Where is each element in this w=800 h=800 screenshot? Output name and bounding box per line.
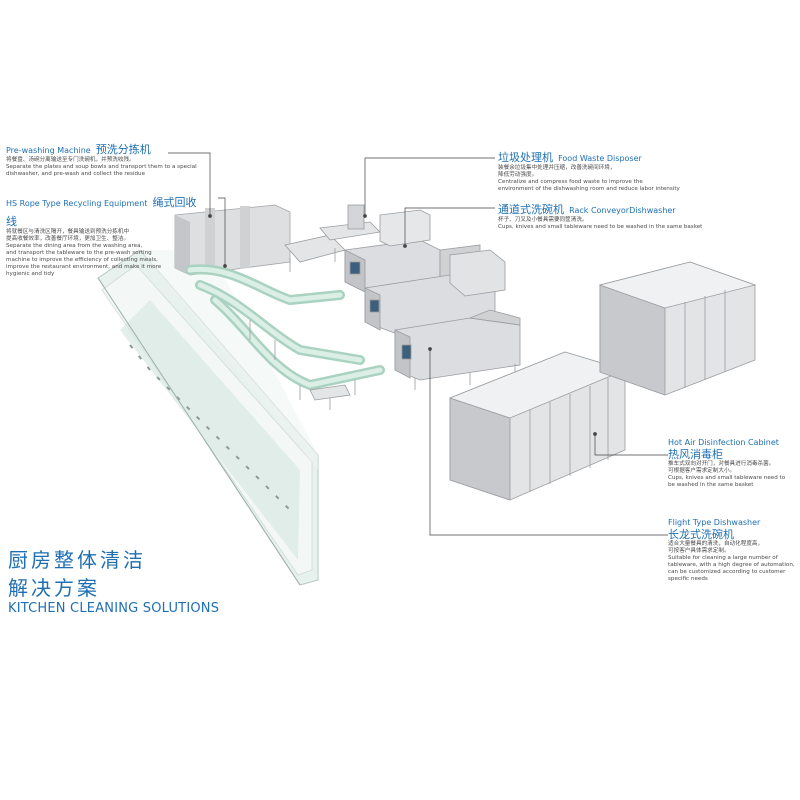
leader-lines bbox=[168, 152, 668, 536]
rack-title-cn: 通道式洗碗机 bbox=[498, 203, 564, 216]
prewash-label: Pre-washing Machine 预洗分拣机 将餐盘、汤碗分离输送至专门洗… bbox=[6, 138, 206, 178]
rope-title-cn: 绳式回收线 bbox=[6, 196, 197, 228]
rope-label: HS Rope Type Recycling Equipment 绳式回收线 将… bbox=[6, 191, 206, 278]
flight-label: Flight Type Dishwasher 长龙式洗碗机 适合大量餐具的清洗，… bbox=[668, 518, 798, 583]
headline-cn-line2: 解决方案 bbox=[8, 576, 100, 600]
waste-title-en: Food Waste Disposer bbox=[558, 154, 642, 163]
waste-title-cn: 垃圾处理机 bbox=[498, 151, 553, 164]
flight-desc-cn: 适合大量餐具的清洗，自动化程度高， 可按客户具体需求定制。 bbox=[668, 541, 764, 554]
waste-desc-en: Centralize and compress food waste to im… bbox=[498, 179, 680, 192]
disinfection-cabinet-back bbox=[598, 261, 757, 396]
waste-desc-cn: 装餐余垃圾集中处理并压缩，改善洗碗间环境， 降低劳动强度。 bbox=[498, 165, 616, 178]
rack-desc-en: Cups, knives and small tableware need to… bbox=[498, 224, 703, 230]
rack-title-en: Rack ConveyorDishwasher bbox=[569, 206, 676, 215]
hotair-desc-en: Cups, knives and small tableware need to… bbox=[668, 475, 786, 488]
hotair-title-en: Hot Air Disinfection Cabinet bbox=[668, 438, 779, 447]
hotair-desc-cn: 推车式双向对开门，对餐具进行消毒杀菌。 可根据客户需求定制大小。 bbox=[668, 461, 775, 474]
flight-dishwasher-shape bbox=[394, 309, 521, 390]
sink-tables bbox=[249, 204, 381, 410]
prewash-desc-cn: 将餐盘、汤碗分离输送至专门洗碗机，并预洗收残。 bbox=[6, 157, 135, 163]
rack-label: 通道式洗碗机 Rack ConveyorDishwasher 杯子、刀叉及小餐具… bbox=[498, 198, 748, 231]
conveyor-lines bbox=[185, 264, 385, 391]
rope-title-en: HS Rope Type Recycling Equipment bbox=[6, 199, 148, 208]
headline-cn-line1: 厨房整体清洁 bbox=[8, 548, 146, 572]
hotair-label: Hot Air Disinfection Cabinet 热风消毒柜 推车式双向… bbox=[668, 438, 798, 489]
prewash-desc-en: Separate the plates and soup bowls and t… bbox=[6, 164, 197, 177]
prewash-machine-shape bbox=[174, 204, 291, 276]
prewash-title-en: Pre-washing Machine bbox=[6, 146, 91, 155]
flight-title-en: Flight Type Dishwasher bbox=[668, 518, 761, 527]
glass-partition bbox=[97, 249, 319, 586]
rope-desc-cn: 将就餐区与清洗区隔开，餐具输送到预洗分拣机中 提高收餐效率，改善餐厅环境，更加卫… bbox=[6, 229, 130, 242]
rack-desc-cn: 杯子、刀叉及小餐具需要同筐清洗。 bbox=[498, 217, 588, 223]
disinfection-cabinet-front bbox=[448, 351, 627, 501]
hotair-title-cn: 热风消毒柜 bbox=[668, 448, 723, 461]
headline-en: KITCHEN CLEANING SOLUTIONS bbox=[8, 601, 220, 616]
waste-label: 垃圾处理机 Food Waste Disposer 装餐余垃圾集中处理并压缩，改… bbox=[498, 146, 728, 193]
rope-desc-en: Separate the dining area from the washin… bbox=[6, 243, 162, 277]
flight-desc-en: Suitable for cleaning a large number of … bbox=[668, 555, 795, 582]
prewash-title-cn: 预洗分拣机 bbox=[95, 143, 151, 156]
flight-title-cn: 长龙式洗碗机 bbox=[668, 528, 734, 541]
